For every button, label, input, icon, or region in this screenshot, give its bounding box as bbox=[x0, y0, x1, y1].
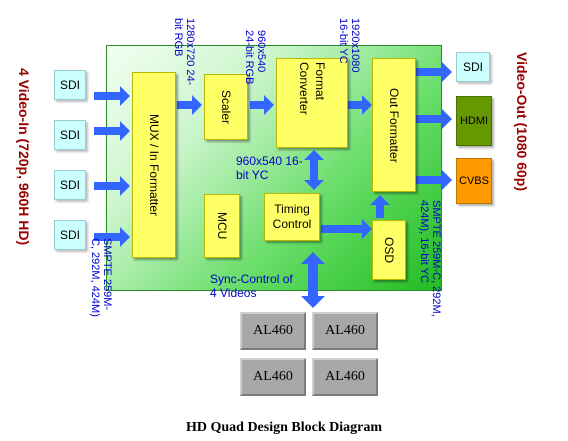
scaler-block: Scaler bbox=[204, 74, 248, 140]
al460-chip-2: AL460 bbox=[312, 312, 378, 350]
al460-chip-2-label: AL460 bbox=[325, 323, 365, 338]
al460-chip-3-label: AL460 bbox=[253, 369, 293, 384]
out-formatter-label: Out Formatter bbox=[387, 87, 401, 163]
output-hdmi: HDMI bbox=[456, 96, 492, 146]
al460-chip-4-label: AL460 bbox=[325, 369, 365, 384]
signal-label-960x540-rgb: 960x540 24-bit RGB bbox=[243, 30, 267, 85]
signal-label-960x540-yc: 960x540 16-bit YC bbox=[236, 154, 303, 182]
out-formatter-block: Out Formatter bbox=[372, 58, 416, 192]
input-sdi-2: SDI bbox=[54, 120, 86, 150]
arrow-out-sdi bbox=[416, 62, 452, 82]
arrow-in-2 bbox=[94, 121, 130, 141]
arrow-osd-outformatter bbox=[370, 195, 390, 218]
al460-chip-4: AL460 bbox=[312, 358, 378, 396]
osd-label: OSD bbox=[382, 236, 396, 263]
format-converter-label: Format Converter bbox=[297, 62, 327, 115]
arrow-in-1 bbox=[94, 86, 130, 106]
input-sdi-4: SDI bbox=[54, 220, 86, 250]
input-sdi-1: SDI bbox=[54, 70, 86, 100]
arrow-sync-control bbox=[301, 252, 325, 308]
input-sdi-4-label: SDI bbox=[59, 228, 80, 242]
diagram-caption: HD Quad Design Block Diagram bbox=[185, 420, 382, 435]
input-sdi-1-label: SDI bbox=[59, 78, 80, 92]
scaler-label: Scaler bbox=[219, 89, 233, 124]
osd-block: OSD bbox=[372, 220, 406, 280]
mcu-block: MCU bbox=[204, 194, 240, 258]
arrow-mux-scaler bbox=[177, 95, 202, 115]
input-sdi-3: SDI bbox=[54, 170, 86, 200]
arrow-out-cvbs bbox=[416, 170, 452, 190]
output-sdi-label: SDI bbox=[462, 60, 483, 74]
output-sdi: SDI bbox=[456, 52, 490, 82]
signal-label-1280x720: 1280x720 24-bit RGB bbox=[172, 18, 196, 86]
output-cvbs: CVBS bbox=[456, 158, 492, 204]
output-standard-label: SMPTE 259M-C, 292M, 424M), 16-bit YC bbox=[418, 200, 442, 317]
output-label: Video-Out (1080 60p) bbox=[514, 52, 530, 192]
format-converter-block: Format Converter bbox=[276, 58, 348, 148]
input-sdi-2-label: SDI bbox=[59, 128, 80, 142]
signal-label-1920x1080: 1920x1080 16-bit YC bbox=[337, 18, 361, 73]
mux-in-formatter-block: MUX / In Formatter bbox=[132, 72, 176, 258]
sync-control-label: Sync-Control of 4 Videos bbox=[210, 272, 293, 300]
arrow-converter-timing bbox=[304, 150, 324, 190]
mux-label: MUX / In Formatter bbox=[147, 113, 161, 217]
timing-control-label: Timing Control bbox=[272, 202, 312, 231]
output-hdmi-label: HDMI bbox=[459, 115, 489, 127]
al460-chip-1: AL460 bbox=[240, 312, 306, 350]
arrow-out-hdmi bbox=[416, 109, 452, 129]
arrow-in-3 bbox=[94, 176, 130, 196]
input-standard-label: SMPTE 259M-C, 292M, 424M) bbox=[89, 238, 113, 317]
arrow-timing-osd bbox=[321, 219, 372, 239]
output-cvbs-label: CVBS bbox=[459, 175, 489, 187]
arrow-scaler-converter bbox=[250, 95, 274, 115]
input-sdi-3-label: SDI bbox=[59, 178, 80, 192]
al460-chip-3: AL460 bbox=[240, 358, 306, 396]
al460-chip-1-label: AL460 bbox=[253, 323, 293, 338]
arrow-converter-outformatter bbox=[348, 95, 372, 115]
mcu-label: MCU bbox=[215, 212, 229, 240]
input-label: 4 Video-In (720p, 960H HD) bbox=[16, 68, 32, 246]
arrow-in-4 bbox=[94, 227, 130, 247]
timing-control-block: Timing Control bbox=[264, 193, 320, 241]
